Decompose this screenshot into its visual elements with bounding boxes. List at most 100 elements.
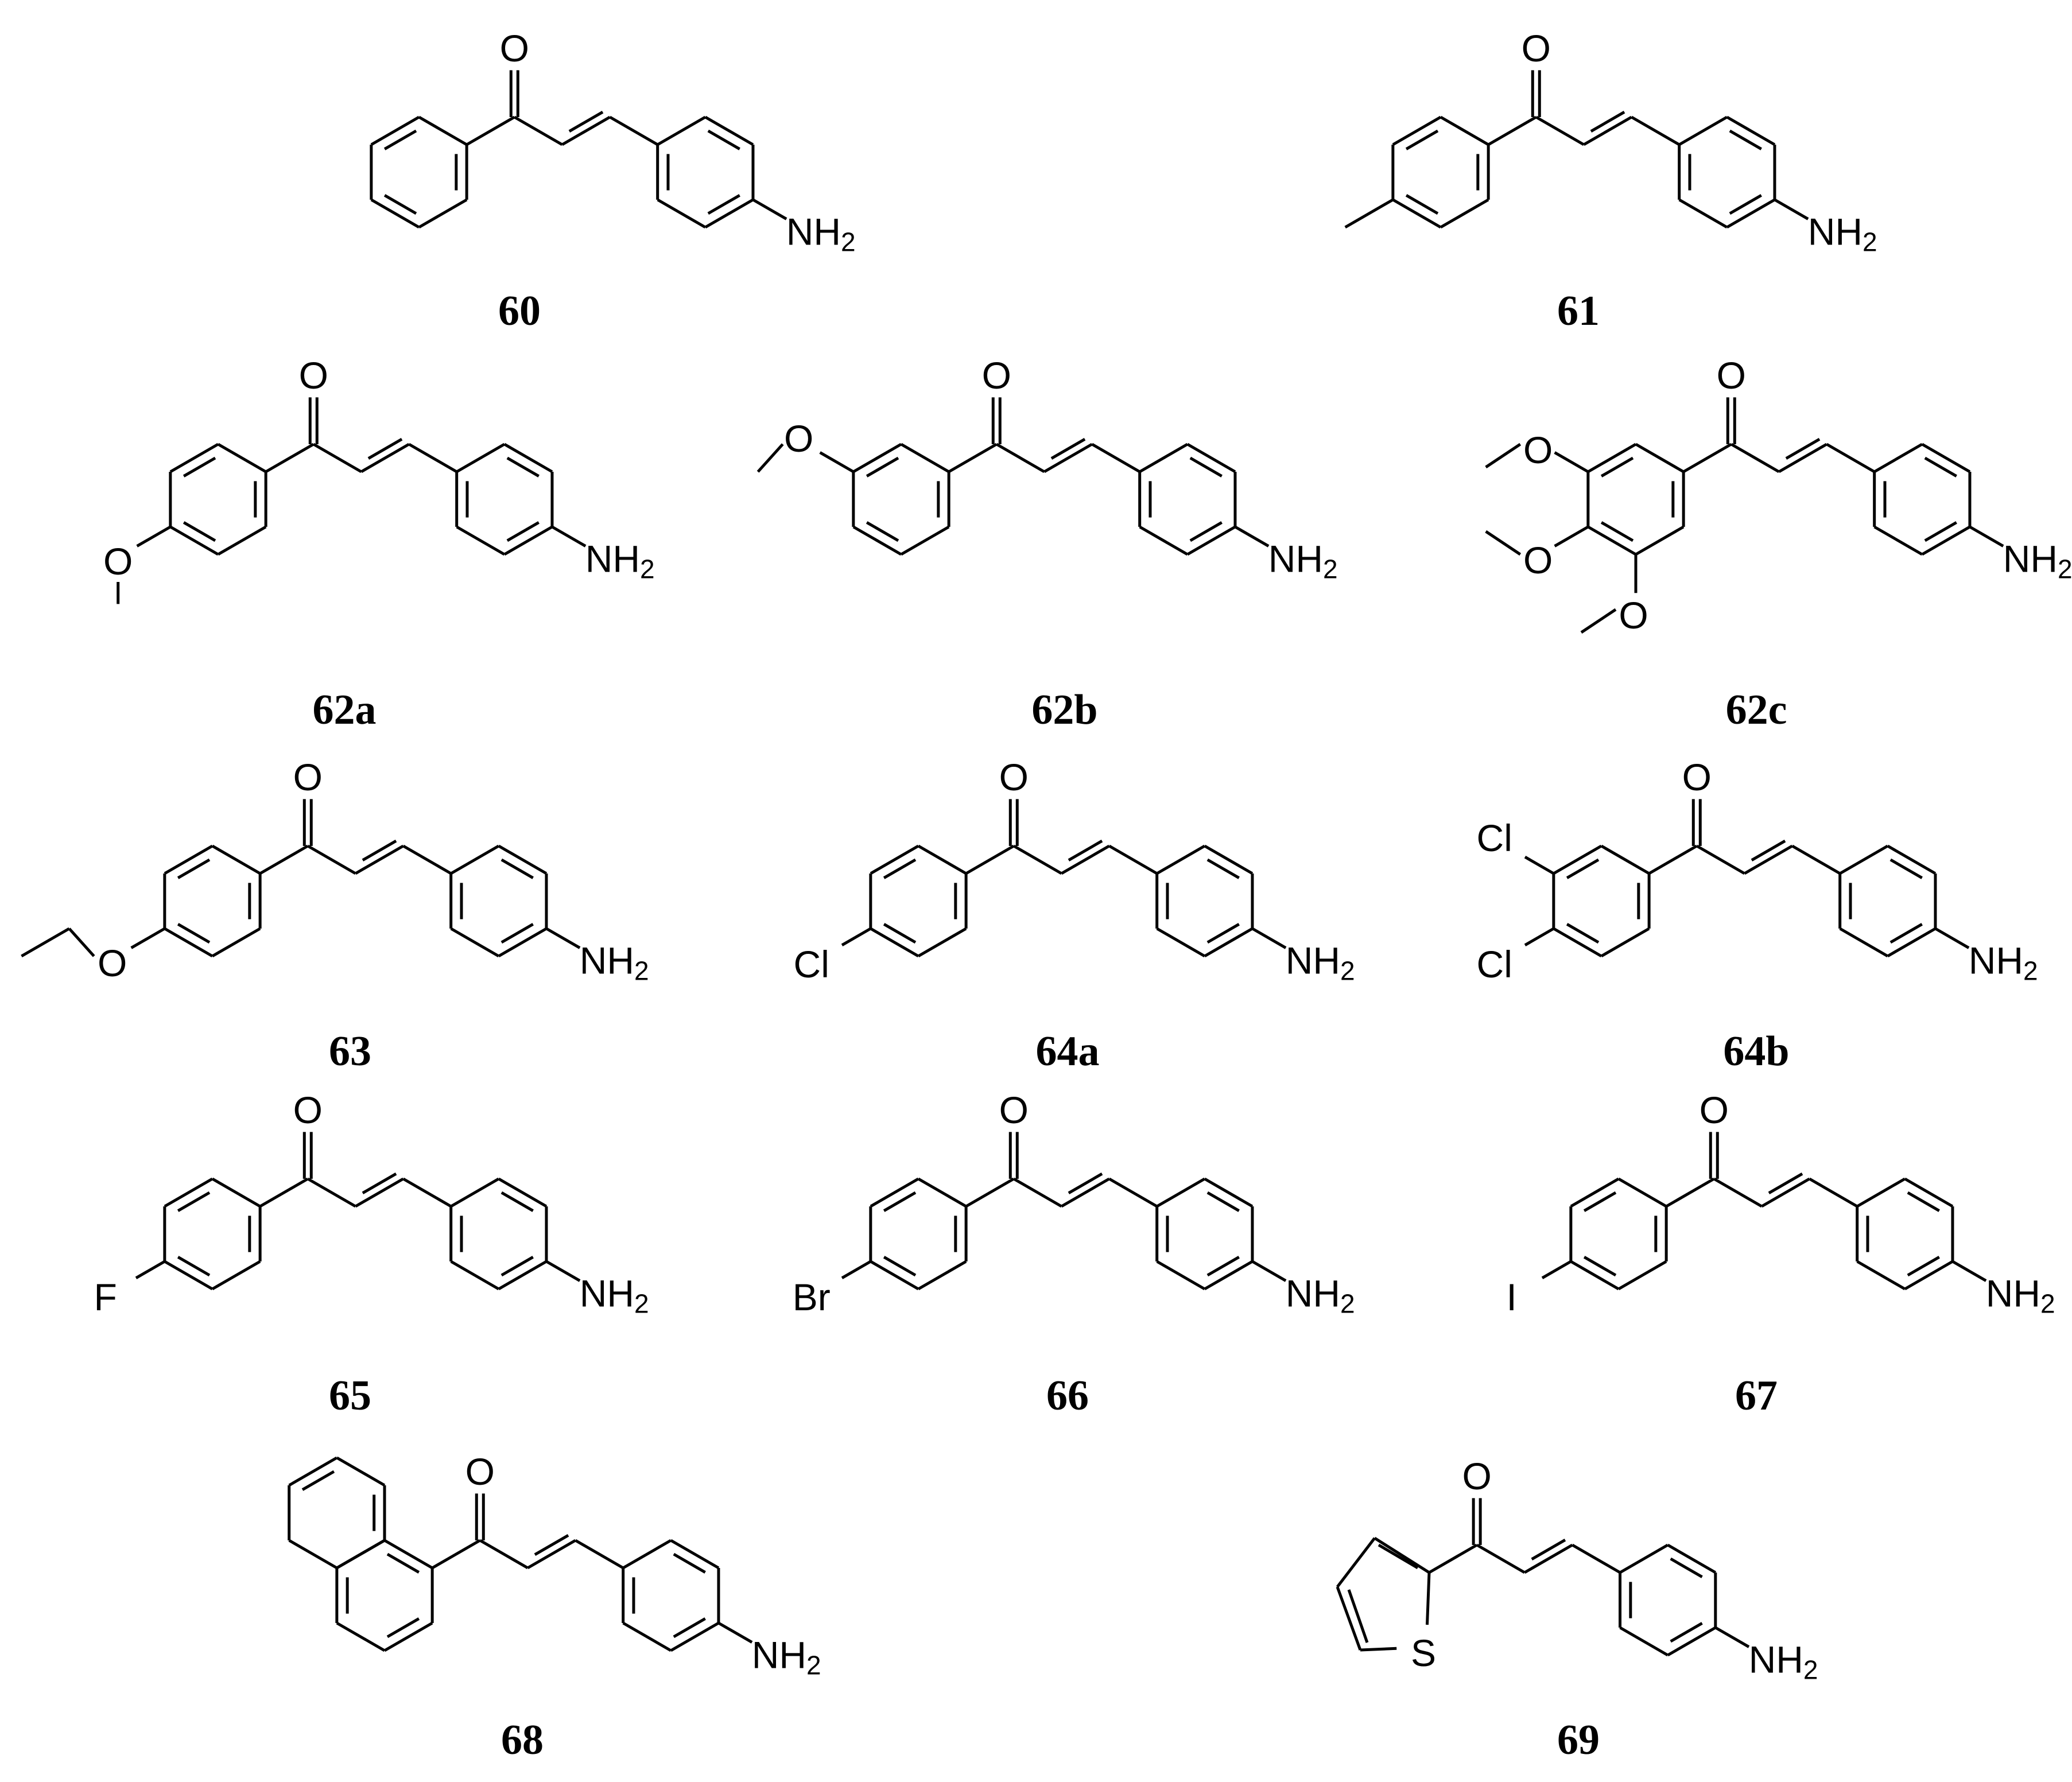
- methyl-bond: [756, 443, 784, 473]
- alkene-double-bond: [362, 840, 397, 861]
- compound-label: 62b: [1031, 686, 1098, 733]
- ring-bond: [164, 844, 214, 875]
- vinyl-aryl-bond: [1791, 844, 1841, 875]
- ring-double-bond: [866, 521, 899, 542]
- atom-subscript: 2: [841, 227, 856, 257]
- oxygen-atom: O: [500, 27, 529, 69]
- ring-bond: [217, 442, 267, 473]
- ring-bond: [1856, 1177, 1906, 1208]
- methoxy-oxygen: O: [784, 417, 813, 460]
- alkene-bond: [1778, 442, 1827, 473]
- oxygen-atom: O: [293, 1089, 323, 1131]
- ring-bond: [870, 927, 919, 958]
- amine-group: NH2: [1749, 1639, 1818, 1685]
- amine-group: NH2: [580, 1272, 649, 1319]
- alkene-double-bond: [1068, 1173, 1103, 1194]
- ring-double-bond: [1600, 521, 1634, 542]
- ring-bond: [498, 844, 548, 875]
- ring-bond: [1392, 198, 1442, 229]
- ring-double-bond: [1566, 858, 1600, 879]
- ring-bond: [917, 1260, 967, 1291]
- ring-bond: [211, 1260, 261, 1291]
- ring-double-bond: [1206, 1256, 1240, 1277]
- aryl-carbonyl-bond: [1487, 115, 1537, 146]
- methoxy-oxygen: O: [1523, 539, 1553, 581]
- ring-bond: [704, 115, 754, 146]
- ring-double-bond: [1600, 456, 1634, 477]
- alkene-bond: [1761, 1177, 1810, 1208]
- ring-double-bond: [1405, 129, 1439, 150]
- ether-bond: [130, 927, 166, 949]
- ring-bond: [1156, 1260, 1206, 1291]
- ring-bond: [670, 1621, 720, 1652]
- ring-bond: [370, 115, 420, 146]
- amine-group: NH2: [580, 939, 649, 986]
- ring-bond: [336, 1621, 386, 1652]
- alkene-double-bond: [367, 438, 403, 460]
- ring-bond: [1856, 1260, 1906, 1291]
- ring-bond: [1678, 198, 1728, 229]
- ring-bond: [1139, 525, 1189, 556]
- vinyl-aryl-bond: [1826, 442, 1875, 473]
- ring-double-bond: [1347, 1589, 1369, 1643]
- halogen-bond: [841, 927, 872, 946]
- vinyl-aryl-bond: [609, 115, 658, 146]
- ring-bond: [336, 1456, 386, 1487]
- ring-double-bond: [1670, 1622, 1703, 1643]
- alkene-double-bond: [1768, 1173, 1803, 1194]
- ring-double-bond: [883, 858, 917, 879]
- halogen-bond: [1524, 856, 1555, 875]
- ring-bond: [657, 198, 707, 229]
- amine-group: NH2: [752, 1634, 821, 1680]
- amine-bond: [1774, 198, 1809, 220]
- ring-double-bond: [707, 129, 740, 150]
- vinyl-aryl-bond: [1108, 844, 1158, 875]
- ring-bond: [164, 927, 214, 958]
- ring-bond: [498, 927, 548, 958]
- atom-subscript: 2: [634, 956, 649, 986]
- oxygen-atom: O: [1717, 354, 1746, 397]
- alpha-bond: [996, 442, 1045, 473]
- ring-bond: [1873, 442, 1923, 473]
- ring-bond: [169, 442, 219, 473]
- ring-bond: [622, 1539, 672, 1570]
- amine-group: NH2: [1268, 538, 1338, 584]
- oxygen-atom: O: [999, 756, 1029, 798]
- ring-bond: [456, 525, 506, 556]
- ring-bond: [498, 1177, 548, 1208]
- ring-bond: [657, 115, 707, 146]
- ring-bond: [383, 1539, 433, 1570]
- ring-double-bond: [1670, 1557, 1703, 1578]
- ring-bond: [1373, 1536, 1430, 1574]
- compound-label: 61: [1557, 288, 1600, 335]
- ring-bond: [852, 525, 902, 556]
- ring-bond: [1873, 525, 1923, 556]
- ring-bond: [1667, 1626, 1717, 1657]
- halogen-bond: [135, 1260, 166, 1279]
- ring-bond: [1617, 1177, 1667, 1208]
- alkene-double-bond: [1785, 438, 1821, 460]
- ring-bond: [1635, 525, 1685, 556]
- ring-bond: [450, 927, 500, 958]
- ring-bond: [1360, 1647, 1397, 1652]
- atom-subscript: 2: [1803, 1655, 1818, 1685]
- compound-label: 62c: [1725, 686, 1787, 733]
- alkene-double-bond: [362, 1173, 397, 1194]
- atom-subscript: 2: [634, 1289, 649, 1319]
- ring-double-bond: [177, 1256, 211, 1277]
- ether-bond: [1554, 525, 1589, 548]
- amine-bond: [1934, 927, 1970, 949]
- ring-double-bond: [707, 194, 740, 215]
- ring-bond: [1726, 198, 1776, 229]
- aryl-carbonyl-bond: [1682, 442, 1732, 473]
- ring-bond: [217, 525, 267, 556]
- sulfur-atom: S: [1411, 1632, 1436, 1674]
